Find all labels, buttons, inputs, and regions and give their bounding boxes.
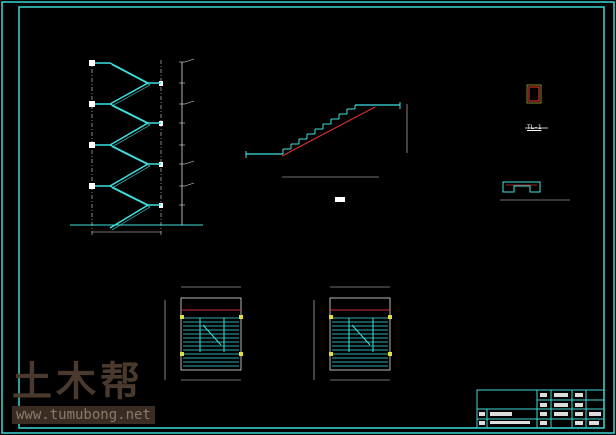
rebar-line — [281, 106, 376, 157]
stair-flight — [109, 62, 149, 84]
section-title — [335, 197, 345, 202]
stair-flight — [109, 122, 149, 146]
plan-1-outline — [180, 297, 242, 371]
beam-details — [500, 84, 570, 201]
stair-flight — [111, 64, 151, 86]
stair-flight — [109, 103, 149, 124]
column-marker — [180, 352, 184, 356]
column-block — [89, 142, 95, 148]
inner-frame — [18, 6, 605, 429]
slab-section — [502, 181, 541, 193]
stair-section — [245, 102, 408, 202]
column-marker — [388, 352, 392, 356]
column-marker — [239, 352, 243, 356]
stair-flight — [111, 105, 151, 126]
stair-elevation — [70, 58, 203, 236]
beam-section — [528, 86, 540, 102]
title-block — [476, 389, 605, 429]
stair-plans — [164, 286, 392, 381]
stair-flight — [111, 146, 151, 167]
watermark-url: www.tumubong.net — [12, 406, 155, 424]
column-marker — [329, 315, 333, 319]
stair-flight — [111, 187, 151, 208]
level-mark — [184, 160, 195, 165]
column-marker — [329, 352, 333, 356]
column-marker — [180, 315, 184, 319]
stair-flight — [109, 82, 149, 105]
walk-arrow — [202, 324, 222, 346]
title-block-text — [479, 393, 601, 425]
stair-flight — [111, 206, 151, 231]
stair-flight — [109, 185, 149, 206]
column-marker — [239, 315, 243, 319]
level-mark — [184, 182, 195, 187]
column-block — [89, 183, 95, 189]
stair-flight — [111, 84, 151, 107]
plan-2-outline — [329, 297, 391, 371]
walk-arrow — [351, 324, 371, 346]
stair-flight — [111, 165, 151, 189]
column-block — [89, 101, 95, 107]
beam-section-label: TL-1 — [527, 124, 542, 131]
beam-outline — [526, 84, 542, 104]
stair-flight — [109, 204, 149, 229]
stair-flight — [111, 124, 151, 148]
level-mark — [184, 100, 195, 105]
column-block — [89, 60, 95, 66]
watermark-logo: 土木帮 — [12, 359, 144, 405]
level-mark — [184, 58, 195, 63]
column-marker — [388, 315, 392, 319]
stair-flight — [109, 163, 149, 187]
stair-flight — [109, 144, 149, 165]
watermark: 土木帮 www.tumubong.net — [12, 360, 155, 424]
